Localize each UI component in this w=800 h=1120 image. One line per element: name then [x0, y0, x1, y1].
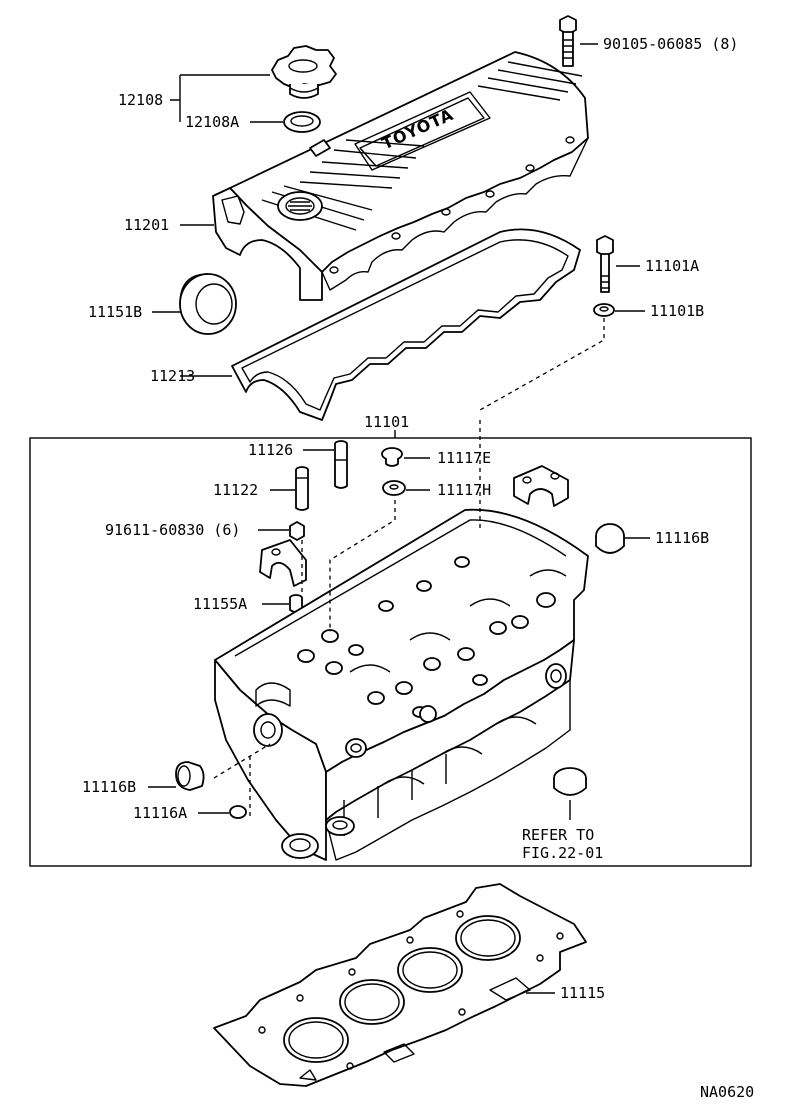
label-seal-151b: 11151B — [88, 303, 142, 321]
label-head-subassembly: 11101 — [364, 413, 409, 431]
label-guide-126: 11126 — [248, 441, 293, 459]
bottom-seal-front[interactable] — [281, 833, 319, 859]
label-bolt-101a: 11101A — [645, 257, 699, 275]
label-plug-116b-right: 11116B — [655, 529, 709, 547]
label-plug-116a: 11116A — [133, 804, 187, 822]
label-plug-117h: 11117H — [437, 481, 491, 499]
oil-filler-cap[interactable] — [271, 45, 337, 99]
label-bolt-cover: 90105-06085 (8) — [603, 35, 738, 53]
label-cap-gasket: 12108A — [185, 113, 239, 131]
cap-gasket[interactable] — [283, 111, 321, 133]
camshaft-bearing-cap-left[interactable] — [259, 539, 307, 587]
plug-116b-left[interactable] — [175, 761, 205, 791]
label-washer-101b: 11101B — [650, 302, 704, 320]
plug-116b-right[interactable] — [595, 523, 625, 554]
head-bolt[interactable] — [596, 235, 614, 293]
label-head-gasket: 11115 — [560, 984, 605, 1002]
cylinder-head[interactable] — [214, 508, 589, 861]
plug-117h[interactable] — [382, 480, 406, 496]
cylinder-head-cover[interactable]: TOYOTA — [212, 51, 589, 301]
valve-guide-bushing[interactable] — [334, 440, 348, 489]
cam-oil-seal[interactable] — [179, 273, 237, 335]
plug-117e[interactable] — [381, 447, 403, 467]
refer-cup-plug[interactable] — [553, 767, 587, 796]
head-subassembly-box — [29, 437, 752, 867]
valve-guide-stud[interactable] — [295, 466, 309, 511]
cap-nut[interactable] — [289, 521, 305, 541]
label-plug-116b-left: 11116B — [82, 778, 136, 796]
cylinder-head-gasket[interactable] — [213, 883, 587, 1087]
label-guide-122: 11122 — [213, 481, 258, 499]
bottom-seal-rear[interactable] — [325, 816, 355, 836]
plug-116a[interactable] — [229, 805, 247, 819]
head-cover-gasket[interactable] — [231, 228, 581, 421]
head-bolt-washer[interactable] — [593, 303, 615, 317]
figure-id: NA0620 — [700, 1083, 754, 1101]
label-head-cover: 11201 — [124, 216, 169, 234]
label-nut: 91611-60830 (6) — [105, 521, 240, 539]
cover-bolt[interactable] — [559, 15, 577, 67]
label-plug-117e: 11117E — [437, 449, 491, 467]
refer-note-line2: FIG.22-01 — [522, 844, 603, 862]
label-cap: 12108 — [118, 91, 163, 109]
refer-note-line1: REFER TO — [522, 826, 594, 844]
camshaft-bearing-cap[interactable] — [513, 465, 569, 507]
label-pin-155a: 11155A — [193, 595, 247, 613]
label-cover-gasket: 11213 — [150, 367, 195, 385]
